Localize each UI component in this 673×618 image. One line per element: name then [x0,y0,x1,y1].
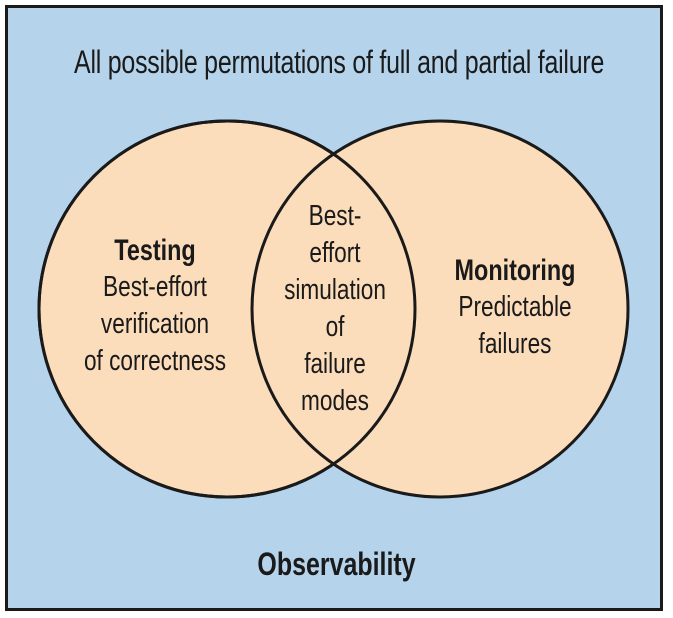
intersection-line-3: simulation [284,274,386,306]
testing-line-2: verification [100,308,210,340]
intersection-line-6: modes [301,385,369,417]
intersection-line-2: effort [309,237,361,269]
intersection-label-group: Best- effort simulation of failure modes [257,198,413,420]
testing-label-group: Testing Best-effort verification of corr… [77,232,233,380]
testing-circle-outline [37,119,417,499]
intersection-line-4: of [325,311,345,343]
monitoring-heading: Monitoring [454,254,576,287]
monitoring-circle [250,119,630,499]
testing-line-1: Best-effort [103,271,207,303]
diagram-footer: Observability [257,546,416,582]
intersection-line-5: failure [304,348,366,380]
testing-heading: Testing [114,234,196,267]
monitoring-line-1: Predictable [458,291,572,323]
testing-line-3: of correctness [83,345,227,377]
diagram-title: All possible permutations of full and pa… [74,44,605,80]
intersection-line-1: Best- [308,200,362,232]
monitoring-line-2: failures [478,328,552,360]
monitoring-label-group: Monitoring Predictable failures [437,252,593,363]
